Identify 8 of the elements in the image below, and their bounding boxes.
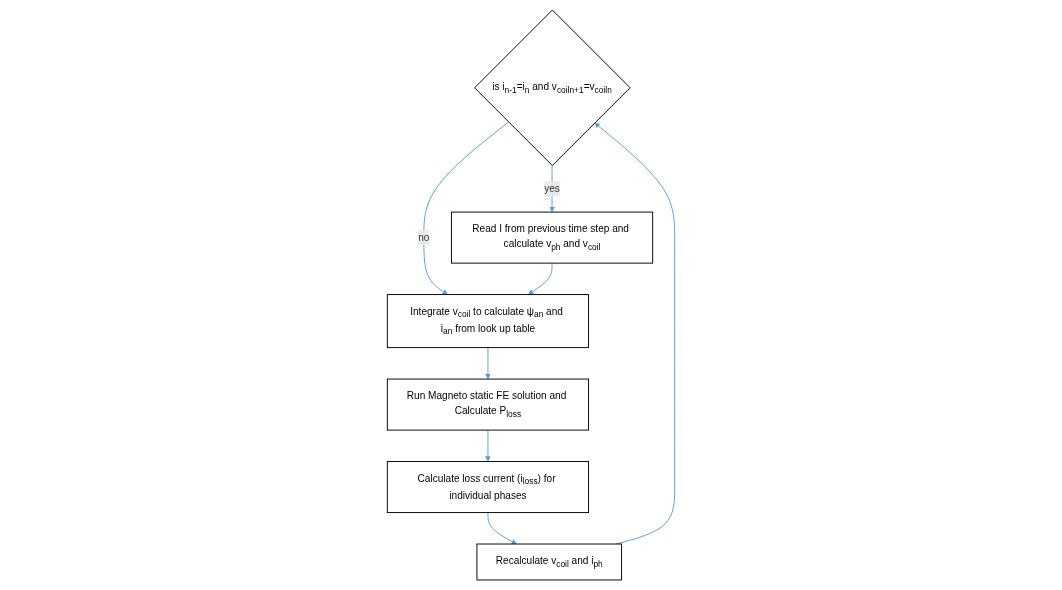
node-diamond: is i$_{n-1}$=i$_{n}$ and v$_{coiln+1}$=v$_{coiln}$ (474, 9, 631, 166)
node-box: Integrate v$_{coil}$ to calculate ψ$_{an}$ and i$_{an}$ from look up table (386, 294, 590, 349)
node-box: Calculate loss current (i$_{loss}$) for individual phases (386, 461, 590, 514)
edge-label: yes (544, 183, 560, 194)
node-box: Run Magneto static FE solution and Calculate P$_{loss}$ (386, 378, 590, 431)
edge-label: no (418, 231, 430, 243)
node-box: Recalculate v$_{coil}$ and i$_{ph}$ (476, 543, 623, 581)
node-box: Read I from previous time step and calculate v$_{ph}$ and v$_{coil}$ (450, 211, 654, 264)
